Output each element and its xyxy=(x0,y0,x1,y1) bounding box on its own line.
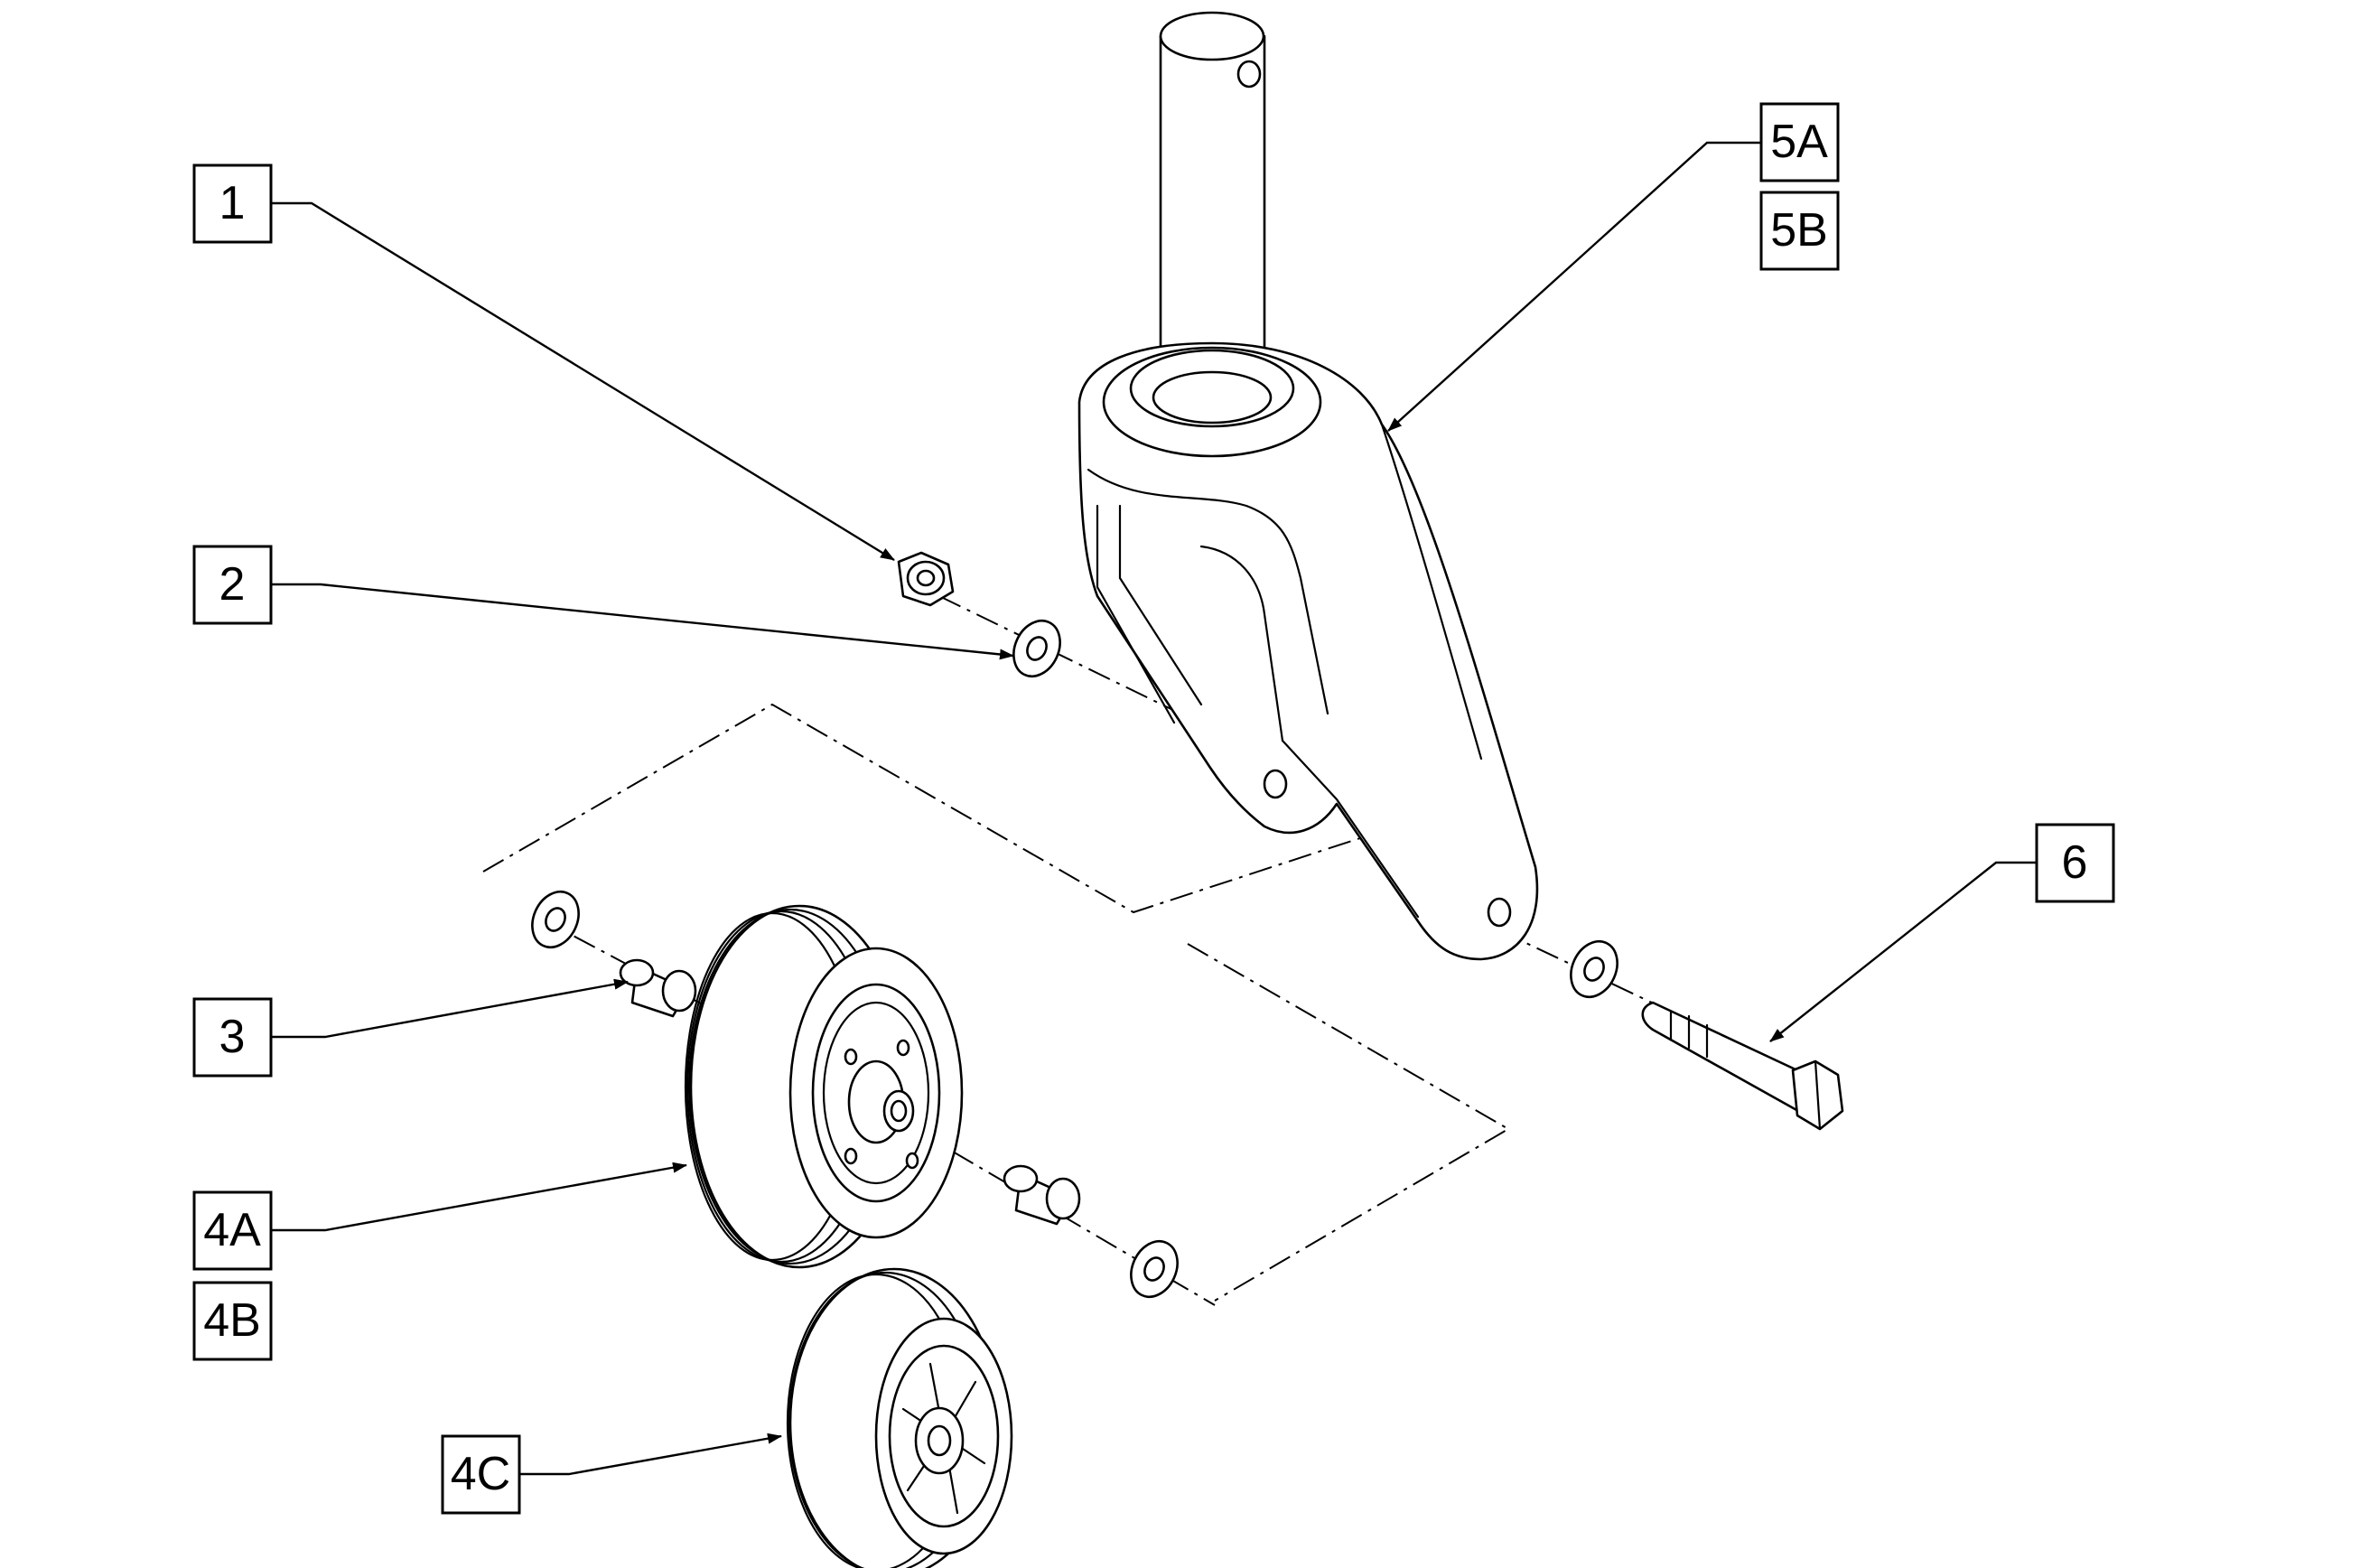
washer-left xyxy=(531,890,580,949)
alternate-caster-wheel xyxy=(786,1267,1013,1568)
lock-nut xyxy=(897,551,955,607)
svg-text:4B: 4B xyxy=(203,1294,261,1347)
callout-4b: 4B xyxy=(192,1281,273,1361)
callout-4a: 4A xyxy=(192,1190,273,1271)
svg-text:3: 3 xyxy=(219,1011,246,1063)
caster-wheel xyxy=(684,904,964,1269)
svg-text:5A: 5A xyxy=(1770,116,1828,168)
caster-fork xyxy=(1077,11,1539,961)
svg-text:6: 6 xyxy=(2062,836,2088,889)
callout-2: 2 xyxy=(192,545,273,625)
leader-lines xyxy=(271,141,2037,1476)
axle-bolt xyxy=(1641,1001,1844,1131)
callout-5b: 5B xyxy=(1759,191,1840,271)
svg-text:5B: 5B xyxy=(1770,204,1828,257)
washer-bolt xyxy=(1570,939,1618,999)
svg-text:2: 2 xyxy=(219,558,246,611)
svg-text:4C: 4C xyxy=(451,1448,510,1500)
callout-1: 1 xyxy=(192,163,273,244)
washer-upper xyxy=(1012,619,1061,678)
callout-5a: 5A xyxy=(1759,102,1840,182)
callout-6: 6 xyxy=(2035,823,2115,903)
callout-3: 3 xyxy=(192,997,273,1078)
spacer-left xyxy=(619,958,697,1018)
svg-text:1: 1 xyxy=(219,177,246,229)
svg-text:4A: 4A xyxy=(203,1204,261,1256)
washer-lower xyxy=(1130,1239,1179,1299)
callout-4c: 4C xyxy=(441,1434,521,1515)
spacer-right xyxy=(1003,1164,1081,1226)
